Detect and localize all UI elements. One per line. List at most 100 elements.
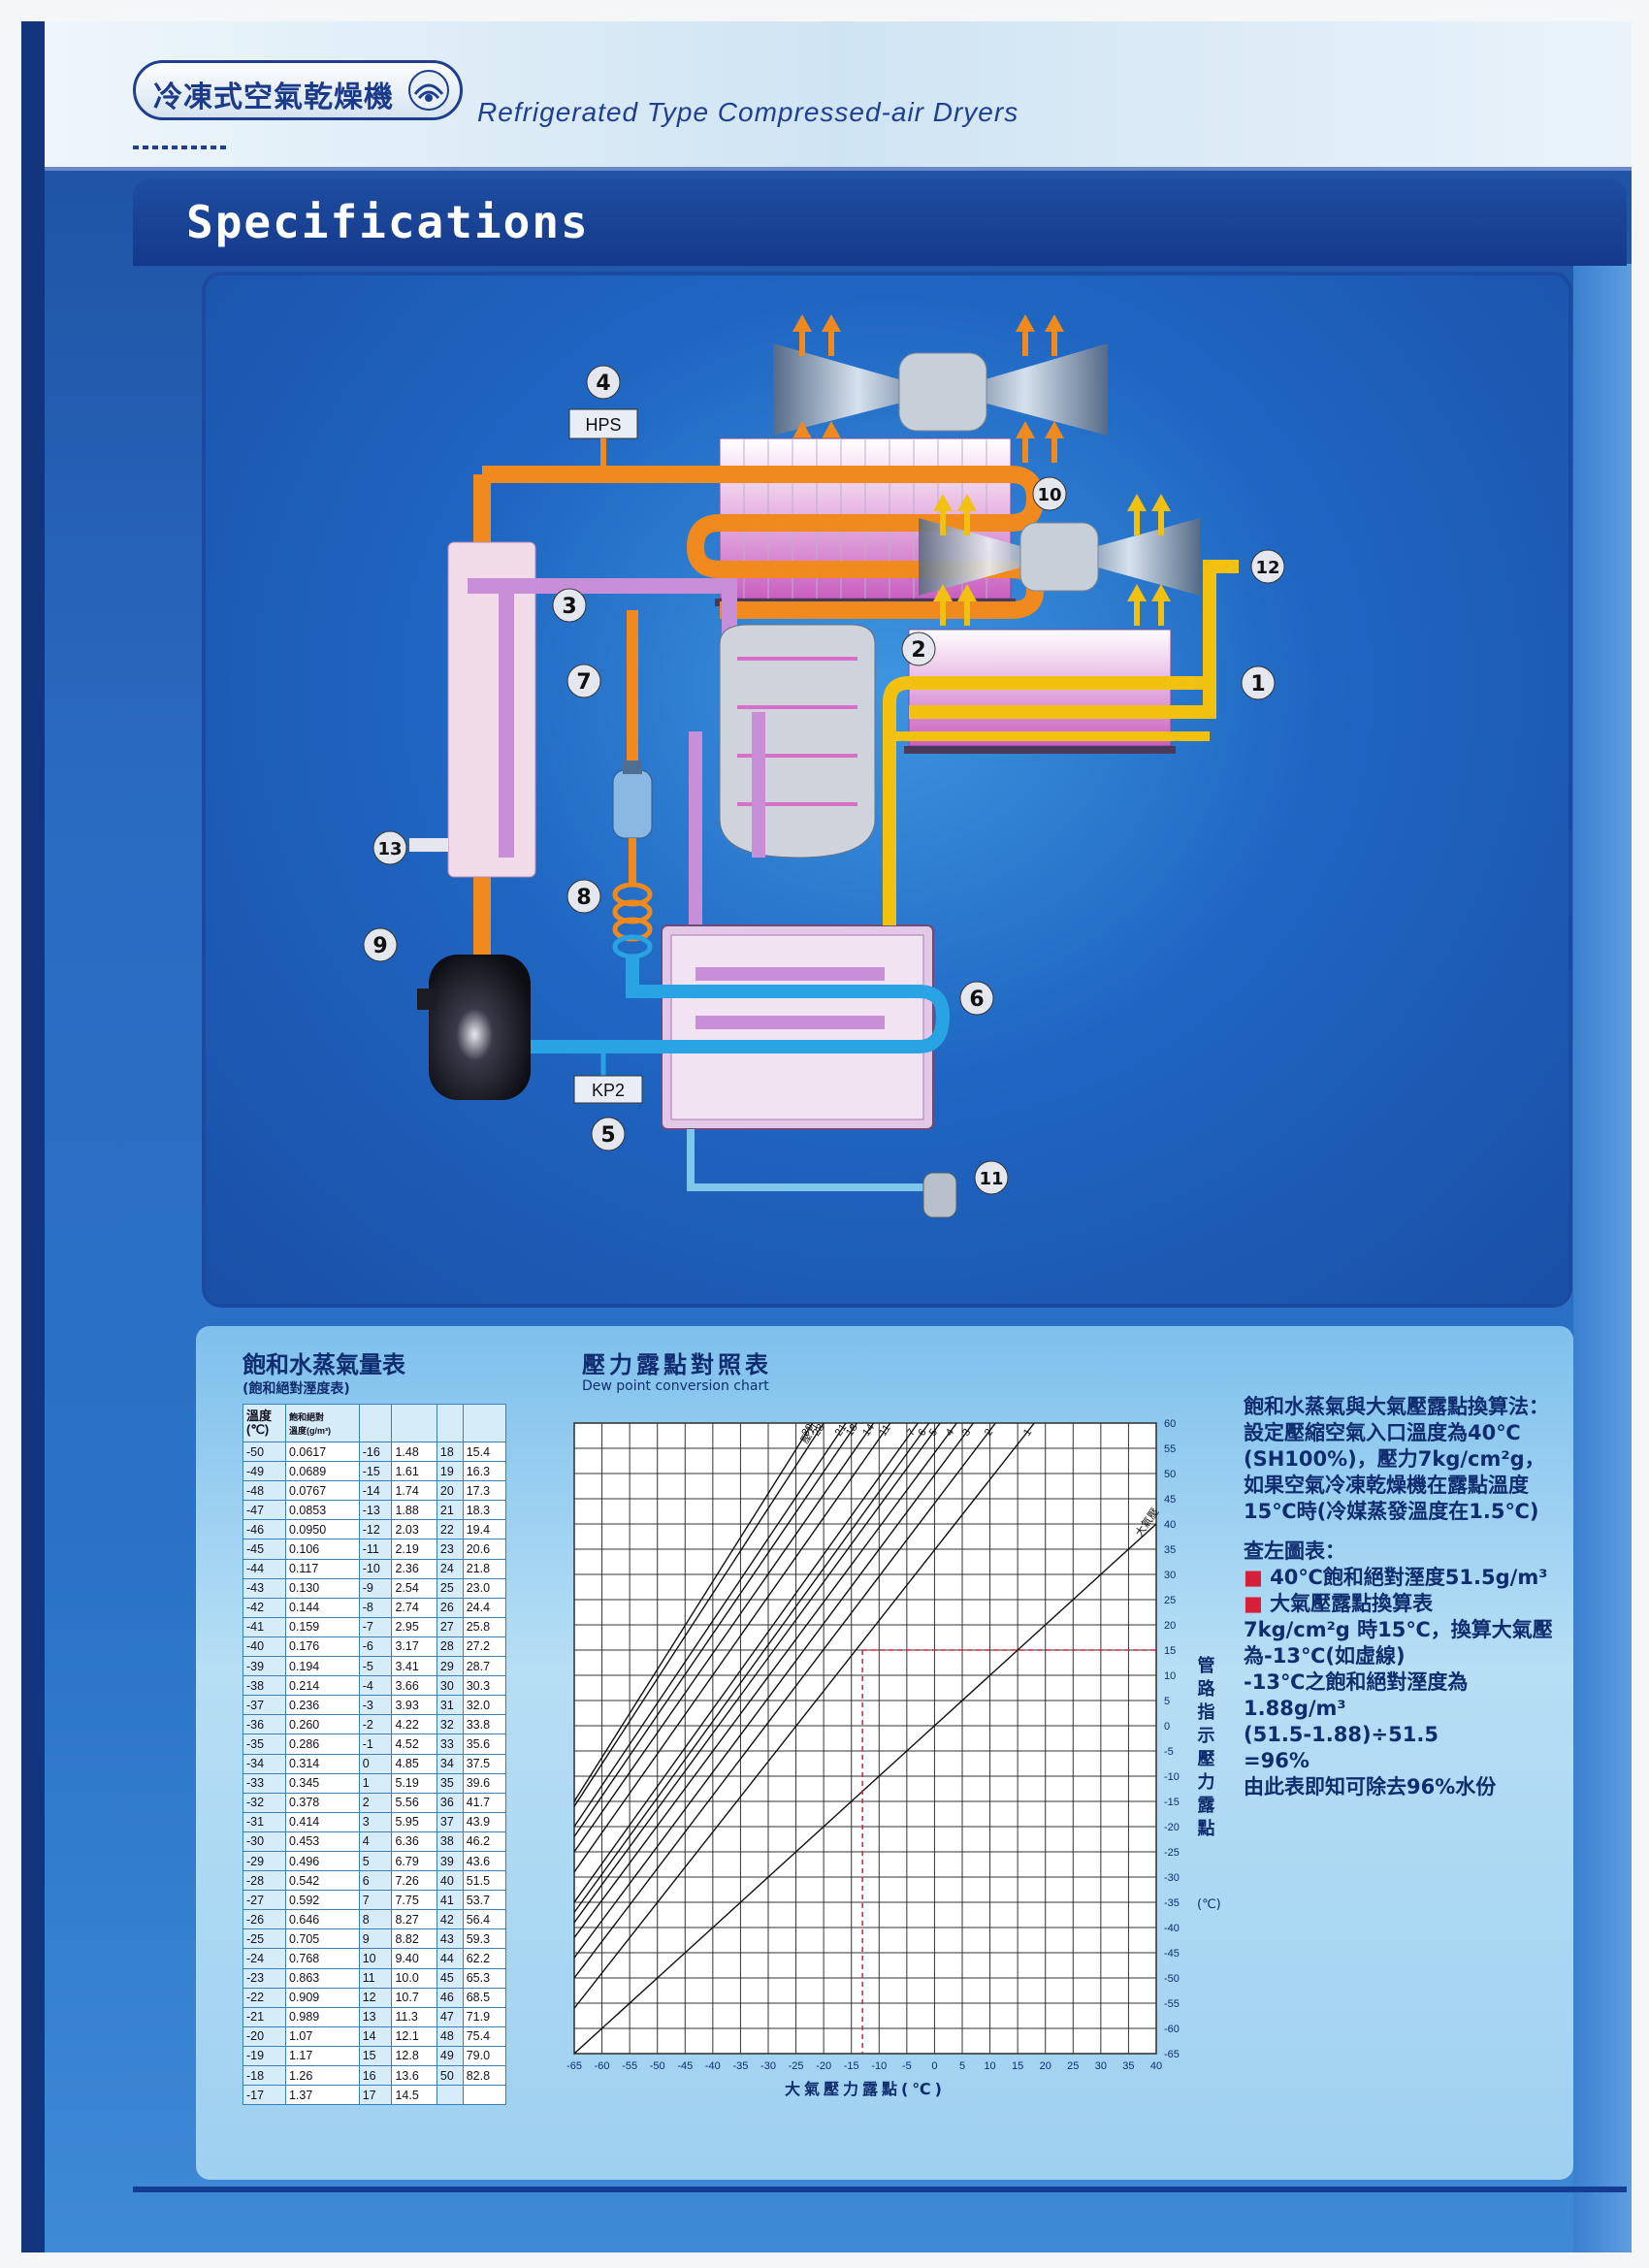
table-cell: 20 [436, 1480, 464, 1502]
table-cell: 0.194 [284, 1656, 360, 1677]
hps-label: HPS [585, 415, 621, 435]
callout-13: 13 [372, 830, 407, 865]
hps-switch [568, 408, 638, 439]
table-cell: 2.19 [391, 1539, 437, 1560]
chart-y-tick-label: 50 [1164, 1469, 1176, 1480]
table-cell: 28.7 [462, 1656, 507, 1677]
table-cell: 15.4 [462, 1441, 507, 1463]
header-divider [45, 167, 1632, 171]
table-cell: 0.159 [284, 1616, 360, 1637]
table-cell: 0.0767 [284, 1480, 360, 1502]
table-cell: 0.106 [284, 1539, 360, 1560]
table-cell: 5.95 [391, 1811, 437, 1832]
notes-bullet-2: ■ 大氣壓露點換算表 [1244, 1592, 1434, 1615]
notes-bullet-1: ■ 40℃飽和絕對溼度51.5g/m³ [1244, 1566, 1548, 1589]
chart-series-line [574, 1423, 1035, 2009]
chart-series-line [574, 1423, 996, 1979]
table-cell: 1.26 [284, 2064, 360, 2087]
table-cell: 0.0689 [284, 1461, 360, 1482]
table-cell: 3.17 [391, 1636, 437, 1658]
table-cell: -37 [242, 1695, 286, 1716]
table-cell: 1.17 [284, 2045, 360, 2067]
table-cell: 46.2 [462, 1831, 507, 1852]
chart-y-tick-label: 45 [1164, 1494, 1176, 1506]
table-cell: 26 [436, 1597, 464, 1618]
chart-x-tick-label: 10 [984, 2060, 995, 2072]
table-cell: 40 [436, 1870, 464, 1892]
callout-2: 2 [901, 632, 936, 666]
table-cell: 62.2 [462, 1948, 507, 1969]
table-cell: 24.4 [462, 1597, 507, 1618]
table-cell: -50 [242, 1441, 286, 1463]
table-cell: -39 [242, 1656, 286, 1677]
table-cell: 79.0 [462, 2045, 507, 2067]
table-cell: -42 [242, 1597, 286, 1618]
table-cell: -24 [242, 1948, 286, 1969]
callout-5: 5 [591, 1117, 626, 1151]
table-cell: 3.41 [391, 1656, 437, 1677]
header-temp: 溫度(℃) [242, 1404, 286, 1442]
table-cell: -1 [358, 1733, 393, 1755]
table-header-row: 溫度(℃) 飽和絕對溫度(g/m³) [242, 1404, 507, 1442]
table-cell: -4 [358, 1675, 393, 1697]
svg-text:11: 11 [979, 1169, 1003, 1189]
table-cell: -43 [242, 1577, 286, 1599]
table-cell: 34 [436, 1753, 464, 1774]
chart-x-tick-label: -60 [595, 2060, 610, 2072]
table-cell: 0.286 [284, 1733, 360, 1755]
table-cell: -38 [242, 1675, 286, 1697]
svg-text:3: 3 [562, 595, 576, 619]
section-title: Specifications [186, 196, 590, 248]
table-cell: 43.9 [462, 1811, 507, 1832]
chart-series-label: 30 [799, 1422, 816, 1439]
notes-line-4: 由此表即知可除去96%水份 [1244, 1775, 1497, 1798]
table-cell: -33 [242, 1772, 286, 1794]
separator-tank [719, 624, 876, 859]
left-strip [21, 21, 45, 2252]
chart-y-tick-label: -45 [1164, 1948, 1180, 1960]
table-cell: 45 [436, 1967, 464, 1989]
table-cell: 6.36 [391, 1831, 437, 1852]
table-cell: -15 [358, 1461, 393, 1482]
callout-8: 8 [566, 879, 601, 914]
table-cell: 0.176 [284, 1636, 360, 1658]
auto-drain-11 [922, 1172, 957, 1218]
table-cell: 7.26 [391, 1870, 437, 1892]
table-cell: 0.496 [284, 1850, 360, 1872]
svg-text:13: 13 [377, 839, 402, 859]
table-cell: 4 [358, 1831, 393, 1852]
table-cell: 0.0617 [284, 1441, 360, 1463]
table-cell: 0.214 [284, 1675, 360, 1697]
chart-series-line [574, 1423, 814, 1802]
table-cell: 32.0 [462, 1695, 507, 1716]
chart-series-line [574, 1423, 875, 1853]
logo-flower-icon [408, 70, 449, 111]
chart-y-axis-unit: (℃) [1197, 1897, 1221, 1912]
table-cell: 0.768 [284, 1948, 360, 1969]
table-cell: 11 [358, 1967, 393, 1989]
table-cell: 41 [436, 1890, 464, 1911]
chart-y-tick-label: -10 [1164, 1771, 1180, 1783]
chart-y-tick-label: -15 [1164, 1797, 1180, 1808]
table-cell: 9 [358, 1928, 393, 1950]
table-cell: 59.3 [462, 1928, 507, 1950]
chart-x-tick-label: 25 [1067, 2060, 1079, 2072]
table-cell: 46 [436, 1987, 464, 2008]
table-cell: 33 [436, 1733, 464, 1755]
table-cell: 14 [358, 2025, 393, 2047]
table-cell [436, 2085, 464, 2106]
table-cell: 36 [436, 1792, 464, 1813]
table-cell: 3.93 [391, 1695, 437, 1716]
lower-panel: 飽和水蒸氣量表 (飽和絕對溼度表) 溫度(℃) 飽和絕對溫度(g/m³) -50… [196, 1326, 1573, 2180]
table-cell: 30.3 [462, 1675, 507, 1697]
callout-12: 12 [1250, 549, 1285, 584]
table-cell: 24 [436, 1558, 464, 1579]
